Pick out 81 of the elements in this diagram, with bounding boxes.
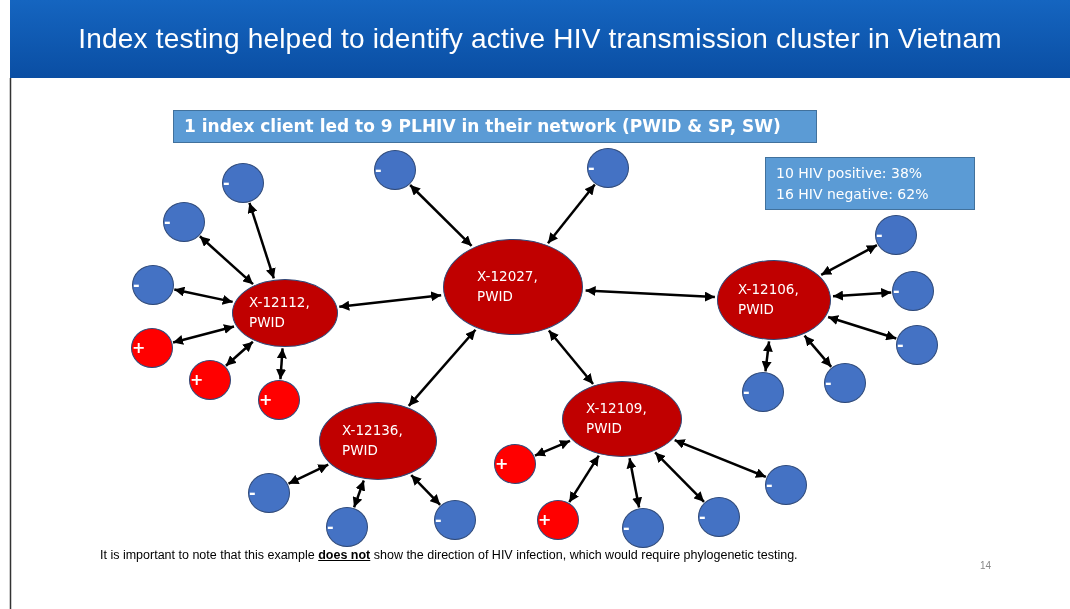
test-result-sign: -	[133, 277, 141, 293]
contact-circle	[622, 508, 664, 548]
test-result-sign: +	[538, 512, 553, 528]
page-number: 14	[980, 560, 992, 571]
contact-circle	[494, 444, 536, 484]
test-result-sign: -	[897, 337, 905, 353]
test-result-sign: -	[327, 519, 335, 535]
contact-circle	[537, 500, 579, 540]
double-arrow	[174, 286, 233, 305]
test-result-sign: +	[495, 456, 510, 472]
double-arrow	[276, 348, 287, 380]
double-arrow	[626, 458, 643, 508]
contact-circle	[222, 163, 264, 203]
contact-circle	[765, 465, 807, 505]
test-result-sign: -	[893, 283, 901, 299]
double-arrow	[585, 286, 715, 302]
test-result-sign: -	[743, 384, 751, 400]
contact-circle	[892, 271, 934, 311]
info-text: 1 index client led to 9 PLHIV in their network (PWID & SP, SW)	[184, 114, 781, 138]
double-arrow	[568, 455, 600, 503]
double-arrow	[352, 480, 366, 508]
contact-circle	[258, 380, 300, 420]
contact-circle	[326, 507, 368, 547]
double-arrow	[288, 463, 329, 485]
info-text: 10 HIV positive: 38%	[776, 163, 923, 183]
double-arrow	[547, 183, 596, 244]
contact-circle	[189, 360, 231, 400]
double-arrow	[247, 202, 276, 279]
info-text: 16 HIV negative: 62%	[776, 184, 929, 204]
double-arrow	[339, 291, 442, 311]
contact-circle	[587, 148, 629, 188]
double-arrow	[827, 315, 897, 341]
double-arrow	[820, 244, 878, 276]
client-id: X-12136, PWID	[342, 421, 404, 460]
footnote: It is important to note that this example does not show the direction of HIV infection, which would require phylogenetic testing.	[100, 548, 798, 562]
test-result-sign: -	[623, 520, 631, 536]
contact-circle	[163, 202, 205, 242]
test-result-sign: -	[435, 512, 443, 528]
test-result-sign: -	[164, 214, 172, 230]
info-box	[173, 110, 817, 143]
test-result-sign: -	[223, 175, 231, 191]
double-arrow	[674, 439, 767, 479]
double-arrow	[761, 341, 773, 372]
double-arrow	[534, 439, 571, 457]
double-arrow	[225, 340, 254, 367]
contact-circle	[374, 150, 416, 190]
contact-circle	[132, 265, 174, 305]
double-arrow	[172, 324, 235, 345]
test-result-sign: -	[825, 375, 833, 391]
contact-circle	[131, 328, 173, 368]
client-ellipse	[232, 279, 338, 347]
slide-title: Index testing helped to identify active HIV transmission cluster in Vietnam	[78, 23, 1002, 55]
test-result-sign: -	[876, 227, 884, 243]
test-result-sign: +	[259, 392, 274, 408]
test-result-sign: -	[588, 160, 596, 176]
double-arrow	[199, 235, 254, 286]
test-result-sign: +	[190, 372, 205, 388]
double-arrow	[832, 288, 892, 301]
contact-circle	[698, 497, 740, 537]
double-arrow	[409, 184, 473, 247]
contact-circle	[248, 473, 290, 513]
double-arrow	[654, 451, 705, 503]
contact-circle	[824, 363, 866, 403]
client-id: X-12109, PWID	[586, 399, 648, 438]
double-arrow	[407, 328, 477, 407]
double-arrow	[803, 334, 833, 368]
test-result-sign: -	[249, 485, 257, 501]
test-result-sign: -	[375, 162, 383, 178]
contact-circle	[434, 500, 476, 540]
contact-circle	[875, 215, 917, 255]
client-id: X-12027, PWID	[477, 267, 539, 306]
contact-circle	[896, 325, 938, 365]
client-id: X-12112, PWID	[249, 293, 311, 332]
test-result-sign: +	[132, 340, 147, 356]
test-result-sign: -	[766, 477, 774, 493]
double-arrow	[410, 474, 442, 506]
test-result-sign: -	[699, 509, 707, 525]
client-id: X-12106, PWID	[738, 280, 800, 319]
contact-circle	[742, 372, 784, 412]
info-box	[765, 157, 975, 210]
double-arrow	[547, 329, 595, 385]
